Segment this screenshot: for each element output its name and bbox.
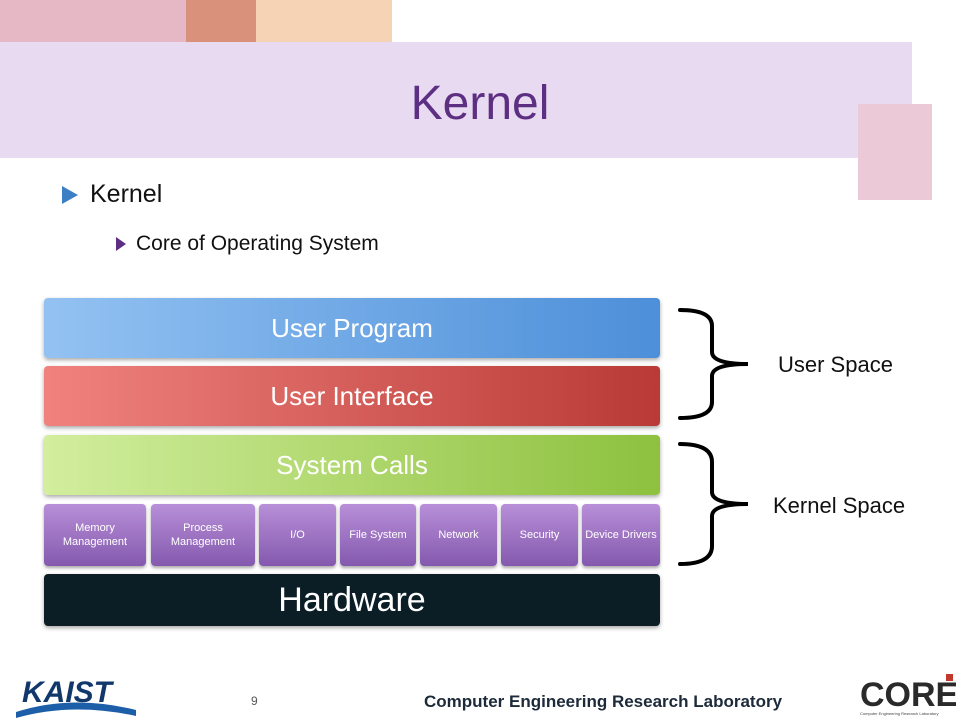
kaist-logo-text: KAIST [22,676,115,709]
decor-square-right [858,104,932,200]
bullet-level1-text: Kernel [90,180,163,208]
user-space-brace-icon [678,308,749,420]
layer-user-program: User Program [44,298,660,358]
core-logo-text: CORE [860,676,956,714]
layer-user-interface: User Interface [44,366,660,426]
core-logo: CORE Computer Engineering Research Labor… [860,674,956,716]
bullet-triangle-icon [116,237,126,251]
kernel-space-label: Kernel Space [773,493,906,518]
module-io: I/O [259,504,336,566]
kaist-logo: KAIST [16,676,136,718]
core-logo-caption: Computer Engineering Research Laboratory [860,711,939,716]
title-band [0,42,912,158]
bullet-level2-text: Core of Operating System [136,232,379,255]
module-device-drivers: Device Drivers [582,504,660,566]
bullet-level1: Kernel [62,180,162,209]
bullet-level2: Core of Operating System [116,232,379,256]
module-file-system: File System [340,504,416,566]
slide-title: Kernel [410,77,550,130]
bullet-triangle-icon [62,185,78,204]
kernel-space-brace-icon [678,442,749,566]
module-process-management: Process Management [151,504,255,566]
module-network: Network [420,504,497,566]
module-security: Security [501,504,578,566]
page-number: 9 [251,694,258,708]
user-space-label: User Space [778,352,893,377]
layer-system-calls: System Calls [44,435,660,495]
footer-lab-name: Computer Engineering Research Laboratory [424,692,783,711]
layer-hardware: Hardware [44,574,660,626]
module-memory-management: Memory Management [44,504,146,566]
